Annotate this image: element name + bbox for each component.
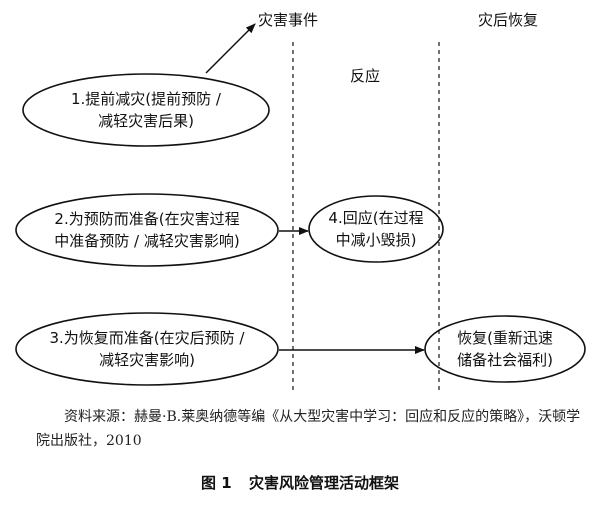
- node-2-ellipse: [15, 193, 279, 267]
- header-recovery: 灾后恢复: [478, 11, 539, 29]
- node-4-line-1: 4.回应(在过程: [328, 209, 424, 227]
- node-2-line-2: 中准备预防 / 减轻灾害影响): [54, 232, 240, 250]
- node-4-text: 4.回应(在过程 中减小毁损): [316, 207, 436, 251]
- node-4-line-2: 中减小毁损): [335, 231, 417, 249]
- node-3-text: 3.为恢复而准备(在灾后预防 / 减轻灾害影响): [22, 327, 272, 371]
- node-3-line-1: 3.为恢复而准备(在灾后预防 /: [49, 329, 245, 347]
- node-5-ellipse: [424, 315, 586, 383]
- node-3-line-2: 减轻灾害影响): [99, 351, 195, 369]
- arrow-node1-to-event: [205, 23, 256, 74]
- node-5-text: 恢复(重新迅速 储备社会福利): [435, 327, 575, 371]
- header-disaster-event: 灾害事件: [258, 11, 319, 29]
- figure-number: 图 1: [201, 474, 232, 492]
- node-1-line-1: 1.提前减灾(提前预防 /: [71, 90, 221, 108]
- node-1-ellipse: [22, 73, 270, 147]
- framework-diagram: [15, 23, 586, 392]
- node-1-line-2: 减轻灾害后果): [98, 112, 194, 130]
- figure-title: 灾害风险管理活动框架: [248, 474, 399, 492]
- source-note: 资料来源：赫曼·B.莱奥纳德等编《从大型灾害中学习：回应和反应的策略》，沃顿学院…: [36, 409, 581, 449]
- node-2-text: 2.为预防而准备(在灾害过程 中准备预防 / 减轻灾害影响): [22, 208, 272, 252]
- node-3-ellipse: [15, 312, 279, 386]
- header-response: 反应: [350, 67, 381, 85]
- node-2-line-1: 2.为预防而准备(在灾害过程: [54, 210, 240, 228]
- node-4-ellipse: [308, 195, 444, 263]
- figure-caption: 图 1 灾害风险管理活动框架: [0, 472, 600, 493]
- node-5-line-1: 恢复(重新迅速: [457, 329, 553, 347]
- node-5-line-2: 储备社会福利): [457, 351, 553, 369]
- node-1-text: 1.提前减灾(提前预防 / 减轻灾害后果): [30, 88, 262, 132]
